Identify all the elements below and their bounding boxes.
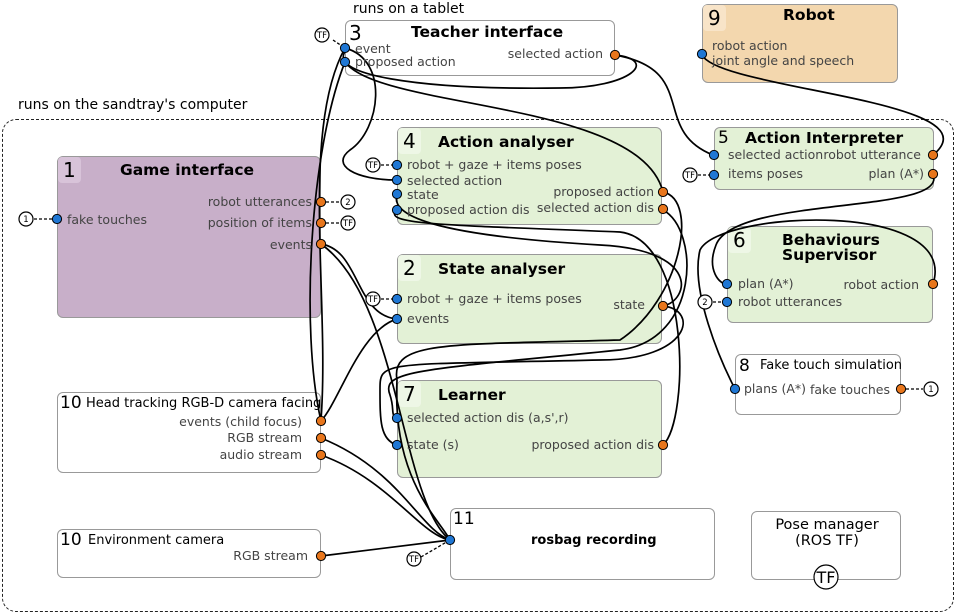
node-title: Learner [438,386,506,404]
port-label: fake touches [810,382,890,397]
port-label: proposed action [355,54,456,69]
environment-camera-node: 10 Environment camera [57,529,321,578]
game-interface-node: 1 Game interface [57,156,321,318]
port-label: items poses [728,166,804,181]
port-label: events [407,311,450,326]
port-label: robot + gaze + items poses [407,157,582,172]
port-label: position of items [207,215,312,230]
dashed-link [332,39,346,49]
port-label: robot utterance [823,147,921,162]
port-label: plan (A*) [738,276,794,291]
node-number: 8 [739,356,750,376]
node-number: 10 [60,530,82,550]
node-number: 1 [58,157,81,183]
port-label: robot action [712,38,788,53]
port-label: audio stream [219,447,302,462]
port-label: selected action dis [536,200,654,215]
port-label: robot utterances [207,194,312,209]
port-label: proposed action [553,184,654,199]
port-label: state [613,297,645,312]
node-number: 3 [349,21,362,45]
port-label: selected action dis (a,s',r) [407,410,569,425]
node-number: 6 [728,227,751,253]
node-number: 2 [398,255,421,281]
head-tracking-node: 10 Head tracking RGB-D camera facing [57,392,321,473]
node-title: Action analyser [438,133,574,151]
node-title: rosbag recording [531,533,657,548]
node-title: Fake touch simulation [760,358,903,373]
node-title: Environment camera [88,533,225,548]
port-label: state [407,187,439,202]
port-label: fake touches [67,212,147,227]
tablet-region-label: runs on a tablet [353,1,465,17]
node-title: Action Interpreter [745,129,904,147]
node-subtitle: (ROS TF) [795,533,859,549]
node-title: Teacher interface [411,23,564,41]
port-label: events (child focus) [179,414,302,429]
port-label: selected action [407,173,503,188]
rosbag-node: 11 rosbag recording [450,508,715,580]
port-label: robot action [843,277,919,292]
node-number: 7 [398,381,421,407]
node-number: 4 [398,128,421,154]
node-number: 5 [718,128,729,148]
node-title: State analyser [438,260,566,278]
node-number: 10 [60,393,82,413]
port-label: RGB stream [233,548,308,563]
port-label: RGB stream [227,430,302,445]
port-label: plan (A*) [868,166,924,181]
pose-manager-node: Pose manager (ROS TF) [751,511,901,580]
node-number: 9 [703,5,726,31]
port-label: state (s) [407,437,459,452]
node-title: Head tracking RGB-D camera facing [86,396,322,411]
sandtray-region-label: runs on the sandtray's computer [18,97,248,113]
node-title: Pose manager [775,517,879,533]
node-title: Game interface [120,161,255,179]
node-title: Robot [783,6,835,24]
port-label: selected action [507,46,603,61]
port-label: plans (A*) [744,381,807,396]
tf-badge-label: TF [316,31,327,41]
port-label: robot utterances [738,294,843,309]
port-label: robot + gaze + items poses [407,291,582,306]
port-label: joint angle and speech [712,53,855,68]
port-label: events [269,237,312,252]
node-number: 11 [453,509,475,529]
port-label: proposed action dis [531,437,654,452]
tf-badge [314,27,330,43]
node-title: Supervisor [782,246,877,264]
learner-node: 7 Learner [397,380,662,478]
